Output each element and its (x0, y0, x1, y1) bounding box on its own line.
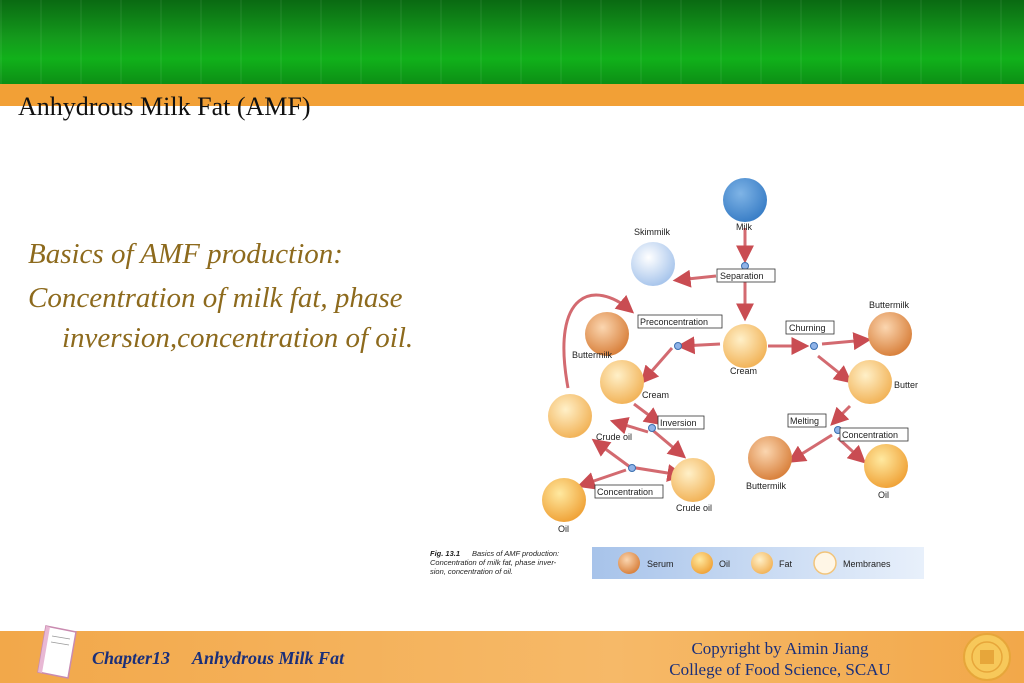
slide-body: Basics of AMF production: Concentration … (28, 234, 468, 362)
label-churning: Churning (789, 323, 826, 333)
oil-right-circle (864, 444, 908, 488)
fat-swatch (751, 552, 773, 574)
label-skimmilk: Skimmilk (634, 227, 670, 237)
svg-text:sion, concentration of oil.: sion, concentration of oil. (430, 567, 513, 576)
top-banner-texture (0, 0, 1024, 84)
cream-left-circle (600, 360, 644, 404)
cream-center-circle (723, 324, 767, 368)
label-cream-center: Cream (730, 366, 757, 376)
chapter-number: Chapter13 (92, 648, 170, 668)
svg-text:Fig. 13.1: Fig. 13.1 (430, 549, 460, 558)
label-crude-oil-bottom: Crude oil (676, 503, 712, 513)
label-oil-right: Oil (878, 490, 889, 500)
label-milk: Milk (736, 222, 752, 232)
university-seal-icon (960, 632, 1014, 682)
buttermilk-right-circle (868, 312, 912, 356)
label-buttermilk-bottom: Buttermilk (746, 481, 787, 491)
svg-text:Fat: Fat (779, 559, 793, 569)
label-concentration-right: Concentration (842, 430, 898, 440)
slide-title: Anhydrous Milk Fat (AMF) (18, 92, 311, 122)
svg-text:Serum: Serum (647, 559, 674, 569)
footer-copyright: Copyright by Aimin Jiang College of Food… (640, 638, 920, 680)
book-icon (36, 624, 80, 680)
svg-text:Basics of AMF production:: Basics of AMF production: (472, 549, 559, 558)
skimmilk-circle (631, 242, 675, 286)
label-preconcentration: Preconcentration (640, 317, 708, 327)
svg-text:Oil: Oil (719, 559, 730, 569)
figure-caption: Fig. 13.1 Basics of AMF production: Conc… (430, 549, 559, 576)
bullet-2: Concentration of milk fat, phase inversi… (28, 278, 468, 358)
bullet-1: Basics of AMF production: (28, 234, 468, 274)
footer-chapter: Chapter13 Anhydrous Milk Fat (92, 648, 366, 669)
amf-process-diagram: Milk Skimmilk Separation Preconcentratio… (420, 170, 940, 590)
oil-left-circle (542, 478, 586, 522)
label-inversion: Inversion (660, 418, 697, 428)
oil-swatch (691, 552, 713, 574)
label-cream-left: Cream (642, 390, 669, 400)
buttermilk-bottom-circle (748, 436, 792, 480)
label-butter: Butter (894, 380, 918, 390)
label-buttermilk-left: Buttermilk (572, 350, 613, 360)
crude-oil-left-circle (548, 394, 592, 438)
label-concentration-left: Concentration (597, 487, 653, 497)
label-oil-left: Oil (558, 524, 569, 534)
svg-text:Membranes: Membranes (843, 559, 891, 569)
milk-circle (723, 178, 767, 222)
label-melting: Melting (790, 416, 819, 426)
copyright-line-2: College of Food Science, SCAU (640, 659, 920, 680)
label-crude-oil-left: Crude oil (596, 432, 632, 442)
label-buttermilk-right: Buttermilk (869, 300, 910, 310)
crude-oil-bottom-circle (671, 458, 715, 502)
copyright-line-1: Copyright by Aimin Jiang (640, 638, 920, 659)
label-separation: Separation (720, 271, 764, 281)
diagram-legend: Serum Oil Fat Membranes (592, 547, 924, 579)
svg-text:Concentration of milk fat, pha: Concentration of milk fat, phase inver- (430, 558, 557, 567)
butter-circle (848, 360, 892, 404)
membranes-swatch (814, 552, 836, 574)
chapter-title: Anhydrous Milk Fat (192, 648, 344, 668)
serum-swatch (618, 552, 640, 574)
